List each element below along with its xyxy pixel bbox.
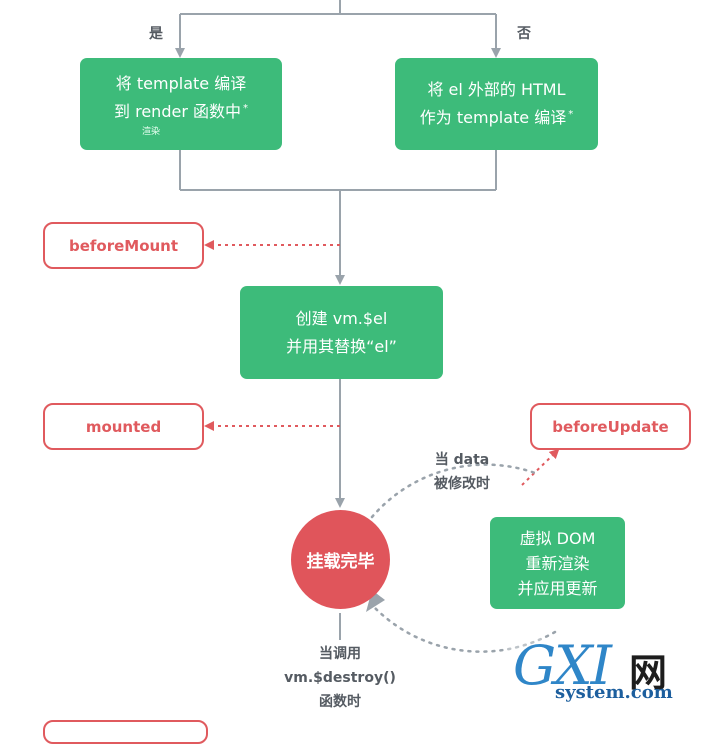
mounted-circle-text: 挂载完毕 xyxy=(306,552,375,572)
vdom-rerender-line1: 虚拟 DOM xyxy=(519,528,596,548)
beforemount-hook: beforeMount xyxy=(43,222,204,269)
compile-outer-html-line2-row: 作为 template 编译* xyxy=(420,104,573,132)
beforeupdate-hook-arrow xyxy=(521,448,560,486)
compile-outer-html-line1: 将 el 外部的 HTML xyxy=(427,80,566,99)
compile-template-line1: 将 template 编译 xyxy=(115,74,247,93)
compile-template-line2-row: 到 render 函数中* xyxy=(114,98,248,126)
beforemount-hook-label: beforeMount xyxy=(68,236,179,255)
update-cycle-loop xyxy=(370,463,557,653)
create-el-line2: 并用其替换“el” xyxy=(286,336,397,356)
beforeupdate-hook-label: beforeUpdate xyxy=(552,417,669,436)
vdom-rerender-line2: 重新渲染 xyxy=(525,553,590,573)
yes-branch-label: 是 xyxy=(149,26,163,42)
create-el-line1: 创建 vm.$el xyxy=(295,308,388,328)
no-branch-label: 否 xyxy=(517,26,531,42)
watermark-domain: system.com xyxy=(555,682,673,703)
beforeupdate-hook: beforeUpdate xyxy=(530,403,691,450)
destroy-call-line2: vm.$destroy() xyxy=(284,670,396,686)
watermark: GXI 网 system.com xyxy=(505,634,701,722)
vdom-rerender-line3: 并应用更新 xyxy=(517,578,598,598)
vdom-rerender-node: 虚拟 DOM 重新渲染 并应用更新 xyxy=(490,517,625,609)
data-change-line2: 被修改时 xyxy=(434,476,490,492)
compile-template-line2: 到 render 函数中 xyxy=(114,102,241,121)
next-hook-partial xyxy=(43,720,208,744)
create-el-node: 创建 vm.$el 并用其替换“el” xyxy=(240,286,443,379)
compile-outer-html-line2: 作为 template 编译 xyxy=(419,108,567,127)
compile-outer-html-node: 将 el 外部的 HTML 作为 template 编译* xyxy=(395,58,598,150)
mounted-hook-label: mounted xyxy=(85,417,162,436)
compile-template-node: 将 template 编译 到 render 函数中* 渲染 xyxy=(80,58,282,150)
destroy-call-line1: 当调用 xyxy=(319,646,361,662)
destroy-call-label: 当调用 vm.$destroy() 函数时 xyxy=(270,642,410,714)
mounted-hook: mounted xyxy=(43,403,204,450)
compile-template-note-mark: * xyxy=(242,102,248,114)
compile-outer-html-note-mark: * xyxy=(568,108,574,120)
watermark-logo: GXI xyxy=(513,634,612,697)
flow-connectors xyxy=(175,0,560,653)
mounted-circle-node: 挂载完毕 xyxy=(291,510,390,609)
data-change-label: 当 data 被修改时 xyxy=(412,448,512,496)
compile-template-sub-note: 渲染 xyxy=(141,127,160,137)
data-change-line1: 当 data xyxy=(434,452,490,468)
watermark-net: 网 xyxy=(629,651,668,695)
destroy-call-line3: 函数时 xyxy=(319,694,361,710)
